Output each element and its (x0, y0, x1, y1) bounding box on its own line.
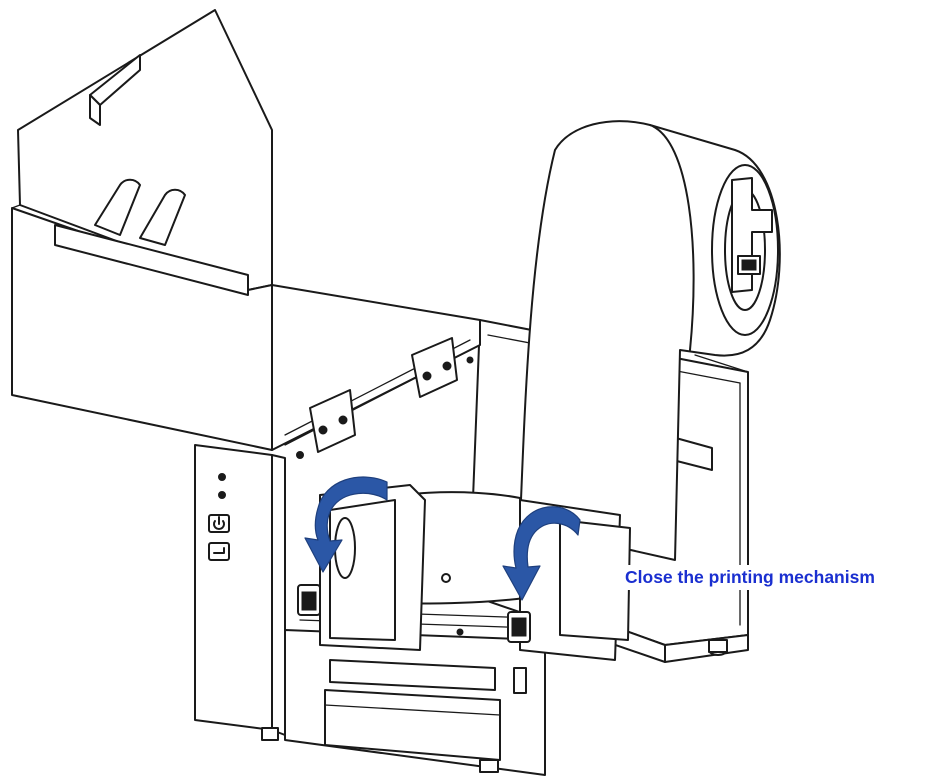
chassis-top (271, 284, 481, 459)
instruction-caption: Close the printing mechanism (625, 565, 875, 590)
left-body (194, 444, 286, 741)
rotation-arrow-right (502, 506, 581, 601)
curved-arrow-counterclockwise-icon (304, 476, 388, 573)
power-icon (213, 520, 225, 530)
label-roll (519, 120, 781, 561)
rotation-arrow-left (304, 476, 388, 573)
curved-arrow-clockwise-icon (502, 506, 581, 601)
print-mechanism (284, 484, 631, 776)
feed-button[interactable] (208, 542, 230, 561)
top-cover (11, 9, 273, 451)
feed-icon (213, 547, 225, 554)
power-button[interactable] (208, 514, 230, 533)
